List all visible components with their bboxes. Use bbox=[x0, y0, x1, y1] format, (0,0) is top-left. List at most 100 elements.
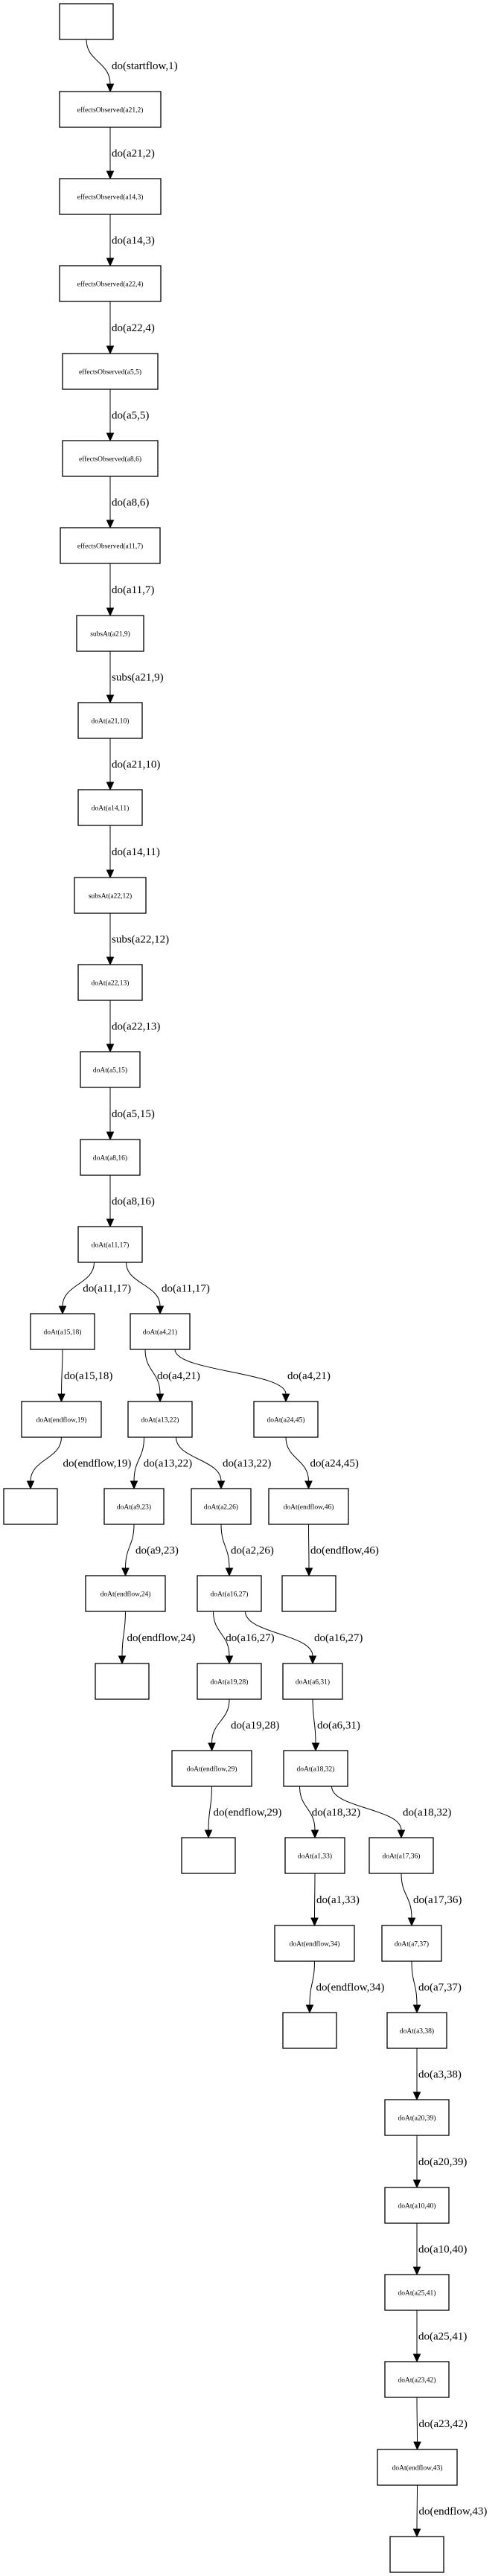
arrowhead-icon bbox=[106, 694, 115, 704]
transition-edge: do(a25,41) bbox=[412, 2310, 467, 2363]
state-node: doAt(endflow,24) bbox=[85, 1575, 166, 1612]
state-node: doAt(a23,42) bbox=[384, 2361, 450, 2398]
edge-line bbox=[314, 1873, 316, 1919]
edge-line bbox=[133, 1436, 144, 1482]
transition-edge: do(a18,32) bbox=[299, 1786, 360, 1839]
edge-label: do(a13,22) bbox=[223, 1458, 271, 1470]
node-box bbox=[384, 2361, 450, 2398]
terminal-state-node bbox=[281, 1575, 336, 1612]
arrowhead-icon bbox=[412, 2091, 421, 2101]
state-node: doAt(a7,37) bbox=[381, 1925, 442, 1962]
arrowhead-icon bbox=[305, 2004, 314, 2014]
edge-line bbox=[401, 1873, 412, 1919]
state-node: doAt(a14,11) bbox=[77, 789, 143, 826]
state-node: doAt(a18,32) bbox=[283, 1750, 348, 1787]
state-node: doAt(a1,33) bbox=[284, 1837, 345, 1874]
transition-edge: do(endflow,46) bbox=[304, 1524, 379, 1577]
transition-edge: subs(a21,9) bbox=[106, 651, 164, 704]
arrowhead-icon bbox=[407, 1917, 416, 1927]
edge-line bbox=[126, 1262, 161, 1307]
edge-label: do(a14,3) bbox=[112, 235, 155, 247]
edge-line bbox=[61, 1349, 63, 1395]
node-label: subsAt(a22,12) bbox=[89, 892, 132, 901]
transition-edge: do(a18,32) bbox=[331, 1786, 451, 1839]
transition-edge: do(a4,21) bbox=[144, 1349, 200, 1403]
node-box bbox=[62, 440, 159, 477]
arrowhead-icon bbox=[57, 1393, 66, 1403]
terminal-state-node bbox=[95, 1663, 150, 1700]
transition-edge: do(a4,21) bbox=[174, 1349, 331, 1403]
edge-label: do(a11,7) bbox=[112, 584, 154, 596]
edge-line bbox=[312, 1698, 316, 1744]
state-node: doAt(a15,18) bbox=[30, 1313, 95, 1350]
transition-edge: do(a9,23) bbox=[121, 1524, 179, 1577]
edge-line bbox=[411, 1960, 418, 2006]
node-box bbox=[74, 877, 147, 914]
node-box bbox=[281, 1575, 336, 1612]
edge-label: do(a5,15) bbox=[112, 1108, 155, 1120]
node-box bbox=[59, 3, 114, 40]
transition-edge: do(a20,39) bbox=[412, 2135, 467, 2189]
transition-edge: do(a5,5) bbox=[106, 389, 149, 442]
node-label: doAt(a21,10) bbox=[92, 717, 130, 726]
node-box bbox=[85, 1575, 166, 1612]
edge-line bbox=[176, 1436, 222, 1482]
state-node: effectsObserved(a8,6) bbox=[62, 440, 159, 477]
node-box bbox=[127, 1401, 193, 1438]
node-label: effectsObserved(a14,3) bbox=[77, 194, 144, 202]
edge-line bbox=[416, 2484, 418, 2530]
transition-edge: do(startflow,1) bbox=[86, 39, 178, 93]
node-label: effectsObserved(a5,5) bbox=[79, 368, 141, 377]
node-label: doAt(a5,15) bbox=[93, 1067, 127, 1075]
node-box bbox=[389, 2536, 444, 2573]
edge-label: do(a4,21) bbox=[287, 1370, 331, 1382]
transition-edge: do(a11,17) bbox=[126, 1262, 210, 1315]
terminal-state-node bbox=[59, 3, 114, 40]
transition-edge: do(a22,13) bbox=[106, 1000, 160, 1053]
state-node: effectsObserved(a11,7) bbox=[60, 527, 161, 564]
state-node: subsAt(a21,9) bbox=[76, 615, 144, 652]
edge-label: do(a22,13) bbox=[112, 1021, 160, 1033]
node-label: doAt(a2,26) bbox=[204, 1503, 238, 1512]
node-box bbox=[130, 1313, 191, 1350]
node-label: doAt(a20,39) bbox=[398, 2115, 436, 2123]
node-box bbox=[80, 1139, 141, 1176]
transition-edge: do(endflow,19) bbox=[26, 1436, 131, 1490]
node-label: doAt(endflow,29) bbox=[187, 1765, 237, 1774]
transition-edge: do(a21,2) bbox=[106, 127, 155, 180]
edge-line bbox=[213, 1611, 230, 1657]
edge-line bbox=[174, 1349, 287, 1395]
arrowhead-icon bbox=[412, 2004, 421, 2014]
edge-line bbox=[211, 1698, 230, 1744]
node-label: doAt(a17,36) bbox=[383, 1853, 421, 1861]
node-label: doAt(a24,45) bbox=[267, 1416, 305, 1425]
transition-edge: do(a3,38) bbox=[412, 2048, 462, 2101]
transition-edge: do(a1,33) bbox=[310, 1873, 360, 1927]
node-label: effectsObserved(a21,2) bbox=[77, 106, 144, 115]
arrowhead-icon bbox=[130, 1480, 138, 1490]
arrowhead-icon bbox=[204, 1829, 213, 1839]
node-label: doAt(a13,22) bbox=[141, 1416, 179, 1425]
edge-label: do(a7,37) bbox=[418, 1982, 462, 1994]
transition-edge: do(endflow,29) bbox=[204, 1786, 281, 1839]
state-node: doAt(a5,15) bbox=[80, 1051, 141, 1088]
arrowhead-icon bbox=[281, 1393, 290, 1403]
transition-edge: do(a16,27) bbox=[245, 1611, 363, 1665]
edge-label: do(a18,32) bbox=[403, 1807, 451, 1819]
transition-edge: do(a14,11) bbox=[106, 825, 160, 879]
node-box bbox=[30, 1313, 95, 1350]
terminal-state-node bbox=[282, 2012, 337, 2049]
transition-edge: do(a8,6) bbox=[106, 476, 149, 529]
node-label: doAt(a16,27) bbox=[211, 1591, 249, 1599]
arrowhead-icon bbox=[156, 1393, 165, 1403]
edge-label: do(a10,40) bbox=[418, 2244, 467, 2256]
node-box bbox=[377, 2449, 458, 2486]
transition-edge: do(a24,45) bbox=[285, 1436, 359, 1490]
node-box bbox=[197, 1575, 262, 1612]
node-box bbox=[274, 1925, 355, 1962]
node-label: doAt(a3,38) bbox=[400, 2027, 434, 2036]
state-node: doAt(a11,17) bbox=[77, 1226, 143, 1263]
transition-edge: do(endflow,24) bbox=[118, 1611, 195, 1665]
edge-label: do(a11,17) bbox=[83, 1283, 131, 1295]
state-node: doAt(a16,27) bbox=[197, 1575, 262, 1612]
